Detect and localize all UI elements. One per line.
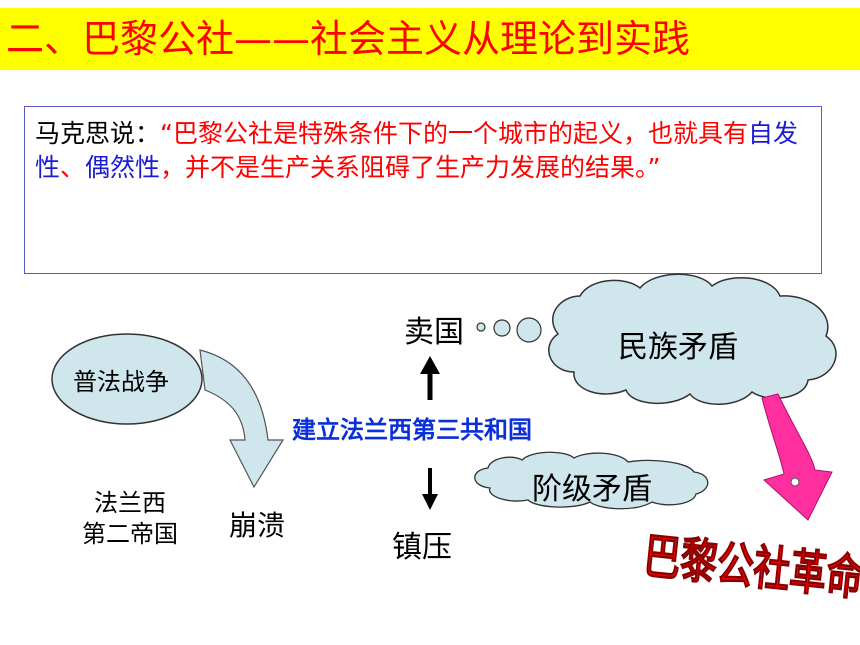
class-conflict-label: 阶级矛盾 <box>532 472 652 507</box>
quote-keyword-accident: 偶然性 <box>85 153 161 182</box>
betray-label: 卖国 <box>404 315 464 350</box>
quote-part2: ，并不是生产关系阻碍了生产力发展的结果。” <box>160 153 661 182</box>
quote-separator: 、 <box>60 153 86 182</box>
quote-part1: “巴黎公社是特殊条件下的一个城市的起义，也就具有 <box>160 119 748 148</box>
up-arrow-icon <box>420 356 440 400</box>
pink-arrow-to-commune <box>761 393 833 521</box>
pink-arrow-dot <box>790 477 800 487</box>
down-arrow-icon <box>422 468 438 510</box>
suppress-label: 镇压 <box>392 530 452 565</box>
war-ellipse <box>51 333 203 425</box>
thought-bubble-medium <box>493 319 511 337</box>
quote-box: 马克思说：“巴黎公社是特殊条件下的一个城市的起义，也就具有自发性、偶然性，并不是… <box>24 106 822 274</box>
war-label: 普法战争 <box>73 368 169 396</box>
empire-label: 法兰西 第二帝国 <box>82 489 178 548</box>
title-bar: 二、巴黎公社——社会主义从理论到实践 <box>0 8 860 70</box>
thought-bubble-small <box>476 322 486 332</box>
thought-bubble-large <box>516 317 542 343</box>
republic-label: 建立法兰西第三共和国 <box>292 416 532 444</box>
quote-keyword-spontaneity: 自发性 <box>35 119 798 182</box>
page-title: 二、巴黎公社——社会主义从理论到实践 <box>6 17 691 61</box>
class-conflict-cloud <box>474 451 709 510</box>
national-conflict-label: 民族矛盾 <box>618 330 738 365</box>
commune-revolution-wordart: 巴黎公社革命 <box>641 528 860 607</box>
curved-arrow-to-collapse <box>199 349 285 489</box>
quote-lead: 马克思说： <box>35 119 161 148</box>
collapse-label: 崩溃 <box>229 509 286 542</box>
national-conflict-cloud <box>548 273 837 405</box>
